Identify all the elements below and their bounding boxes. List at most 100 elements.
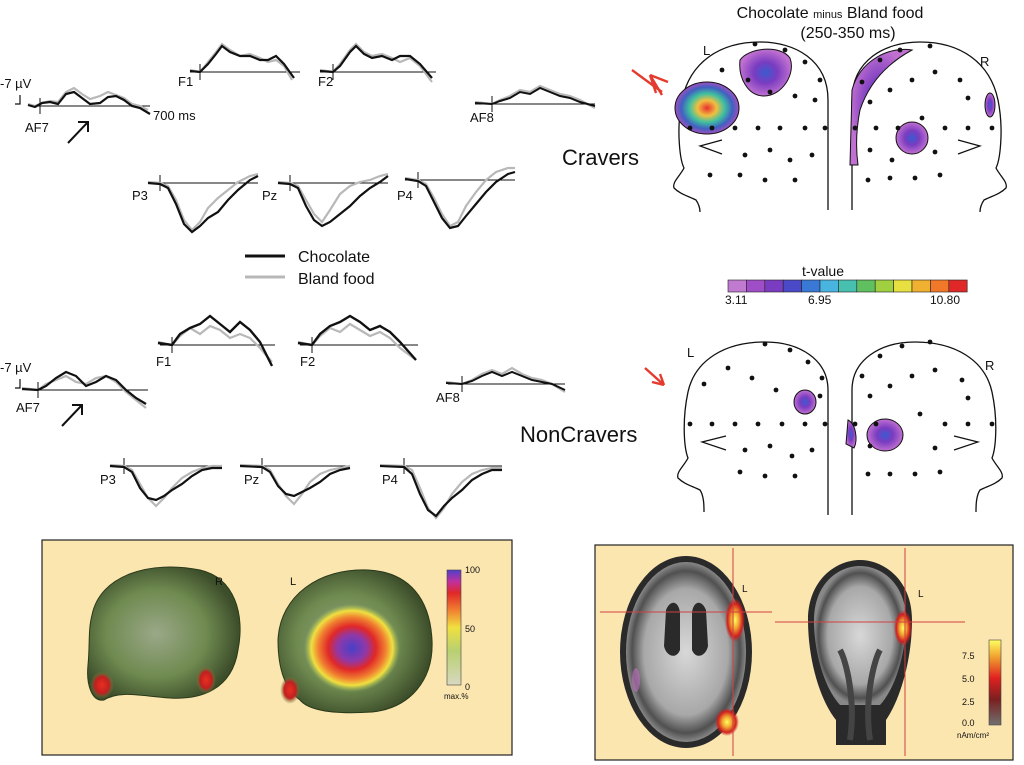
erp-trace-pz-nc: Pz [239, 458, 351, 506]
electrode-label-p3-nc: P3 [100, 472, 116, 487]
mri-tick-3: 0.0 [962, 718, 975, 728]
topo-right-label-nc: R [985, 358, 994, 373]
erp-trace-f1-nc: F1 [156, 314, 275, 369]
topomap-cravers: L R [631, 41, 1007, 213]
erp-trace-f2: F2 [318, 42, 436, 89]
erp-trace-f1: F1 [178, 42, 300, 89]
brain-label-l: L [290, 576, 296, 588]
source-3d-panel: R L 100 50 0 max.% [41, 539, 513, 756]
ear-icon [698, 139, 723, 155]
erp-trace-f2-nc: F2 [297, 314, 418, 369]
colorbar-swatch [764, 279, 784, 293]
ear-icon [953, 435, 981, 451]
mri-coronal-slice [814, 566, 906, 705]
colorbar-swatch [727, 279, 747, 293]
activation-blob [304, 604, 400, 692]
electrode-label-p4-nc: P4 [382, 472, 398, 487]
source-colorbar [446, 569, 462, 686]
activation-blob [895, 121, 929, 155]
head-outline-right [851, 341, 1003, 515]
colorbar-min: 3.11 [725, 293, 748, 307]
mri-colorbar [988, 639, 1002, 726]
colorbar-swatch [856, 279, 876, 293]
head-outline-left [677, 341, 829, 515]
colorbar-mid: 6.95 [808, 293, 832, 307]
scale-bar-icon [15, 95, 21, 105]
activation-blob [866, 418, 904, 452]
colorbar-swatches [727, 279, 968, 293]
arrow-icon [61, 404, 83, 427]
legend-label-chocolate: Chocolate [298, 249, 370, 266]
svg-text:Chocolate minus Bl: Chocolate minus Bland food [737, 5, 924, 22]
title-rest: Bland food [847, 5, 924, 22]
topomap-noncravers: L R [644, 339, 1003, 515]
erp-trace-p4: P4 [397, 166, 516, 230]
colorbar-swatch [819, 279, 839, 293]
electrode-label-p3: P3 [132, 188, 148, 203]
erp-trace-p3-nc: P3 [100, 458, 222, 508]
erp-trace-af8: AF8 [470, 84, 596, 125]
colorbar-swatch [782, 279, 802, 293]
activation-blob [793, 389, 817, 415]
red-arrow-icon [644, 367, 666, 387]
electrode-label-af7: AF7 [25, 120, 49, 135]
erp-trace-p4-nc: P4 [379, 458, 502, 520]
mri-scale-unit: nAm/cm² [957, 731, 989, 740]
mri-tick-1: 5.0 [962, 674, 975, 684]
electrode-label-af7-nc: AF7 [16, 400, 40, 415]
electrode-label-f2: F2 [318, 74, 333, 89]
ear-icon [957, 139, 982, 155]
erp-trace-af8-nc: AF8 [436, 366, 566, 405]
colorbar-swatch [948, 279, 968, 293]
erp-cravers: -7 µV 700 ms AF7 F1 F2 [0, 42, 596, 234]
electrode-label-f2-nc: F2 [300, 354, 315, 369]
electrode-label-af8-nc: AF8 [436, 390, 460, 405]
erp-trace-af7: AF7 [25, 86, 151, 144]
topomap-header: Chocolate minus Bland food (250-350 ms) [737, 5, 924, 42]
topo-left-label-nc: L [687, 345, 694, 360]
colorbar-swatch [746, 279, 766, 293]
erp-noncravers: -7 µV AF7 F1 F2 [0, 314, 566, 520]
electrode-dots [687, 41, 995, 183]
mri-panel: L L 7.5 5.0 2.5 0.0 nAm/cm² [594, 544, 1014, 761]
mri-label-coronal: L [918, 589, 924, 600]
electrode-label-pz: Pz [262, 188, 277, 203]
mri-label-axial: L [742, 584, 748, 595]
electrode-label-pz-nc: Pz [244, 472, 259, 487]
source-scale-mid: 50 [465, 624, 475, 634]
mri-tick-0: 7.5 [962, 651, 975, 661]
legend-label-bland: Bland food [298, 271, 375, 288]
colorbar-swatch [838, 279, 858, 293]
erp-scale-label-2: -7 µV [0, 360, 32, 375]
topo-right-label: R [980, 54, 989, 69]
scale-bar-icon [15, 379, 21, 389]
tvalue-colorbar: t-value 3.11 6.95 10.80 [725, 263, 968, 307]
erp-legend: Chocolate Bland food [245, 249, 375, 288]
arrow-icon [67, 121, 89, 144]
activation-blob [739, 48, 792, 97]
colorbar-swatch [801, 279, 821, 293]
colorbar-max: 10.80 [930, 293, 960, 307]
electrode-dots [687, 339, 995, 479]
electrode-label-f1-nc: F1 [156, 354, 171, 369]
erp-trace-p3: P3 [132, 172, 259, 234]
colorbar-swatch [893, 279, 913, 293]
activation-blob [849, 48, 914, 166]
head-outline-right [851, 41, 1007, 213]
activation-blob [674, 81, 740, 135]
title-minus: minus [813, 9, 843, 21]
electrode-label-f1: F1 [178, 74, 193, 89]
erp-trace-af7-nc: AF7 [16, 370, 148, 427]
erp-trace-pz: Pz [262, 172, 389, 228]
brain-label-r: R [215, 576, 223, 588]
erp-time-label: 700 ms [153, 108, 196, 123]
brain-surface-right [87, 566, 241, 701]
colorbar-swatch [911, 279, 931, 293]
source-scale-min: 0 [465, 682, 470, 692]
group-label-noncravers: NonCravers [520, 422, 637, 447]
electrode-label-af8: AF8 [470, 110, 494, 125]
colorbar-swatch [874, 279, 894, 293]
topo-left-label: L [703, 43, 710, 58]
source-scale-unit: max.% [444, 692, 468, 701]
